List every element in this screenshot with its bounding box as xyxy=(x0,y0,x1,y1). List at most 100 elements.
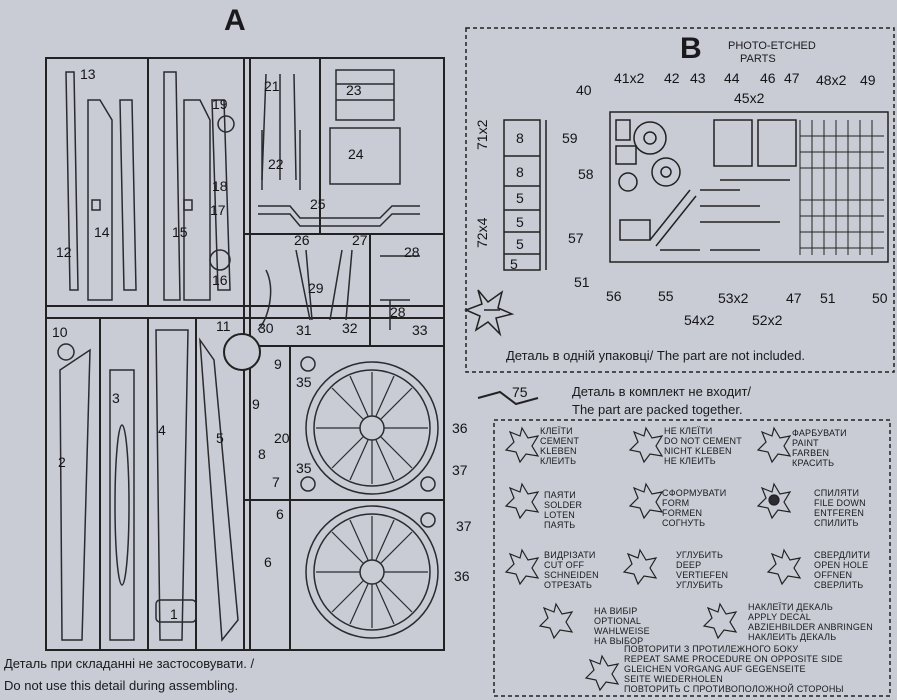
part-label: 3 xyxy=(112,390,120,406)
part-label: 10 xyxy=(52,324,68,340)
part-label: 33 xyxy=(412,322,428,338)
part-label: 27 xyxy=(352,232,368,248)
part-label: 17 xyxy=(210,202,226,218)
cut-off-icon xyxy=(506,550,538,582)
pe-label: 40 xyxy=(576,82,592,98)
decal-icon xyxy=(704,604,736,636)
part-label: 8 xyxy=(258,446,266,462)
part-label: 31 xyxy=(296,322,312,338)
part-label: 5 xyxy=(216,430,224,446)
pe-label: 49 xyxy=(860,72,876,88)
part-label: 32 xyxy=(342,320,358,336)
part-label: 12 xyxy=(56,244,72,260)
pe-label: 51 xyxy=(574,274,590,290)
pe-label: 47 xyxy=(786,290,802,306)
part-label: 16 xyxy=(212,272,228,288)
part-label: 21 xyxy=(264,78,280,94)
part-label: 6 xyxy=(276,506,284,522)
pe-label: 52x2 xyxy=(752,312,783,328)
pe-label: 55 xyxy=(658,288,674,304)
part-label: 29 xyxy=(308,280,324,296)
part-label: 36 xyxy=(452,420,468,436)
part-label: 18 xyxy=(212,178,228,194)
form-icon xyxy=(630,484,662,516)
part-label: 9 xyxy=(252,396,260,412)
pe-label: 43 xyxy=(690,70,706,86)
part-label: 35 xyxy=(296,460,312,476)
pe-label: 59 xyxy=(562,130,578,146)
part-label: 6 xyxy=(264,554,272,570)
dim-label: 5 xyxy=(510,256,518,272)
part-label: 20 xyxy=(274,430,290,446)
not-included-note: Деталь в одній упаковці/ The part are no… xyxy=(506,348,806,363)
pe-label: 51 xyxy=(820,290,836,306)
part-label: 37 xyxy=(452,462,468,478)
pe-label: 48x2 xyxy=(816,72,847,88)
part-label: 28 xyxy=(390,304,406,320)
part-label: 2 xyxy=(58,454,66,470)
part-label: 25 xyxy=(310,196,326,212)
dim-label: 8 xyxy=(516,164,524,180)
solder-icon xyxy=(506,484,538,516)
part-label: 14 xyxy=(94,224,110,240)
photo-etched-subtitle: PHOTO-ETCHED xyxy=(728,40,816,52)
pe-label: 58 xyxy=(578,166,594,182)
sprue-a-title: A xyxy=(224,4,246,37)
part-label: 1 xyxy=(170,606,178,622)
packed-together-note-ua: Деталь в комплект не входит/ xyxy=(572,384,752,399)
part-label: 35 xyxy=(296,374,312,390)
part-label: 23 xyxy=(346,82,362,98)
pe-label: 50 xyxy=(872,290,888,306)
part-label: 36 xyxy=(454,568,470,584)
open-hole-icon xyxy=(768,550,800,582)
do-not-use-note-en: Do not use this detail during assembling… xyxy=(4,678,239,693)
packed-together-note-en: The part are packed together. xyxy=(572,402,743,417)
do-not-use-note-ua: Деталь при складанні не застосовувати. / xyxy=(4,656,255,671)
part-label: 30 xyxy=(258,320,274,336)
pe-label: 54x2 xyxy=(684,312,715,328)
repeat-icon xyxy=(586,656,618,688)
pe-label: 45x2 xyxy=(734,90,765,106)
dim-label: 5 xyxy=(516,190,524,206)
pe-label: 53x2 xyxy=(718,290,749,306)
part-label: 4 xyxy=(158,422,166,438)
part-label: 11 xyxy=(216,318,231,334)
part-label: 37 xyxy=(456,518,472,534)
no-cement-icon xyxy=(630,428,662,460)
dim-label: 8 xyxy=(516,130,524,146)
photo-etched-title: B xyxy=(680,32,702,65)
photo-etched-subtitle: PARTS xyxy=(740,53,776,65)
dim-label: 5 xyxy=(516,214,524,230)
part75-label: 75 xyxy=(512,384,528,400)
dim-label: 5 xyxy=(516,236,524,252)
part-label: 26 xyxy=(294,232,310,248)
optional-icon xyxy=(540,604,572,636)
part-label: 19 xyxy=(212,96,228,112)
pe-label: 46 xyxy=(760,70,776,86)
file-down-icon xyxy=(758,484,790,516)
part-label: 7 xyxy=(272,474,280,490)
part-label: 22 xyxy=(268,156,284,172)
pe-label: 41x2 xyxy=(614,70,645,86)
paint-icon xyxy=(758,428,790,460)
pe-label: 47 xyxy=(784,70,800,86)
part-label: 24 xyxy=(348,146,364,162)
star-badge xyxy=(504,426,540,464)
deep-icon xyxy=(624,550,656,582)
part-label: 9 xyxy=(274,356,282,372)
